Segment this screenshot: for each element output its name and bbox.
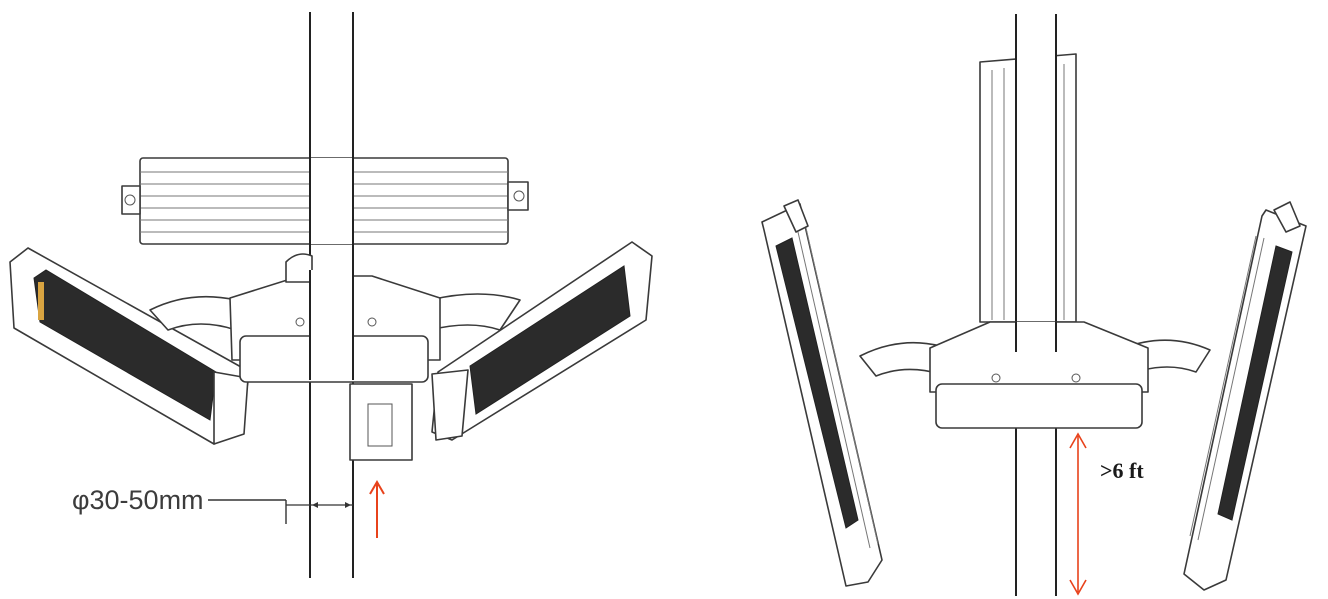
right-pole [1015, 14, 1057, 596]
left-figure: φ30-50mm [9, 12, 653, 578]
right-mounting-bracket [859, 321, 1211, 429]
right-vertical-heater [1183, 201, 1307, 591]
diameter-label: φ30-50mm [72, 485, 204, 515]
height-label: >6 ft [1100, 458, 1144, 483]
mounting-bracket [149, 253, 521, 461]
left-vertical-heater [761, 199, 883, 587]
upward-arrow [369, 480, 385, 538]
right-heater [431, 241, 653, 441]
left-heater [9, 247, 251, 445]
diameter-dimension: φ30-50mm [72, 485, 353, 524]
accent-strip [38, 282, 44, 320]
height-dimension: >6 ft [1069, 432, 1144, 596]
right-figure: >6 ft [761, 14, 1307, 596]
